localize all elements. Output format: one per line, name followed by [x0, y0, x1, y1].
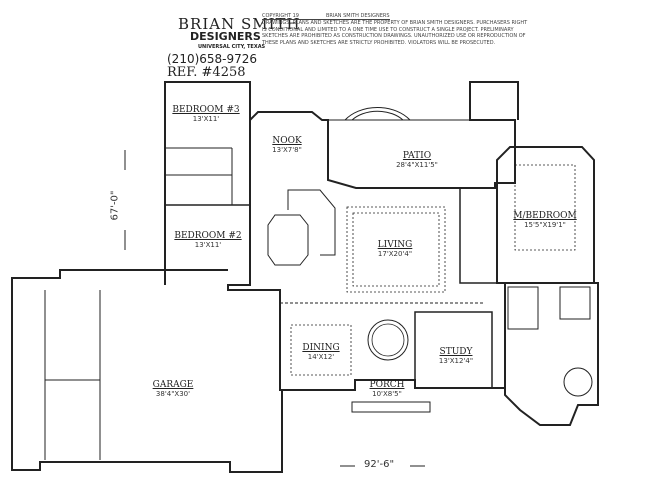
firm-phone: (210)658-9726	[167, 52, 258, 66]
patio-arc	[344, 107, 411, 121]
patio-arc	[351, 110, 404, 121]
room-name: GARAGE	[152, 380, 194, 390]
room-size: 13'X11'	[194, 241, 222, 249]
firm-location: UNIVERSAL CITY, TEXAS	[198, 44, 266, 50]
master-bath-walls	[504, 282, 599, 426]
width-dimension: 92'-6"	[364, 459, 395, 470]
copyright-notice: DRAWINGS, PLANS AND SKETCHES ARE THE PRO…	[262, 20, 528, 46]
room-name: DINING	[302, 343, 340, 353]
hall-bath-walls	[459, 188, 497, 284]
living-tray	[346, 206, 446, 293]
room-name: NOOK	[272, 136, 302, 146]
dining-tray	[290, 324, 352, 376]
rotunda	[371, 323, 405, 357]
room-name: BEDROOM #3	[172, 105, 240, 115]
living-tray	[352, 212, 440, 287]
porch-step	[351, 401, 431, 413]
closet	[559, 286, 591, 320]
room-name: M/BEDROOM	[513, 211, 577, 221]
room-name: BEDROOM #2	[174, 231, 242, 241]
firm-subtitle: DESIGNERS	[190, 30, 261, 43]
garage-walls	[11, 269, 283, 473]
room-size: 13'X12'4"	[438, 357, 474, 365]
room-size: 10'X8'5"	[372, 390, 402, 398]
plan-reference: REF. #4258	[167, 65, 246, 80]
room-size: 17'X20'4"	[377, 250, 413, 258]
room-size: 13'X11'	[192, 115, 220, 123]
rotunda	[367, 319, 409, 361]
room-size: 38'4"X30'	[155, 390, 191, 398]
nook-walls	[249, 81, 519, 189]
room-size: 13'X7'8"	[272, 146, 302, 154]
tub	[563, 367, 593, 397]
room-name: LIVING	[377, 240, 413, 250]
room-size: 14'X12'	[307, 353, 335, 361]
depth-dimension: 67'-0"	[109, 190, 121, 221]
ceiling-tray	[514, 164, 576, 251]
bedroom-wing-walls	[164, 81, 251, 285]
study-walls	[414, 311, 493, 388]
room-name: PORCH	[369, 380, 405, 390]
kitchen-counter	[287, 189, 336, 256]
copyright-firm: BRIAN SMITH DESIGNERS	[326, 13, 390, 19]
room-name: PATIO	[402, 151, 432, 161]
room-size: 15'5"X19'1"	[524, 221, 566, 229]
room-name: STUDY	[439, 347, 473, 357]
copyright-heading: COPYRIGHT 19	[262, 13, 390, 20]
room-size: 28'4"X11'5"	[396, 161, 438, 169]
closet	[507, 286, 539, 330]
main-body-walls	[227, 120, 505, 391]
kitchen-island	[267, 214, 309, 266]
